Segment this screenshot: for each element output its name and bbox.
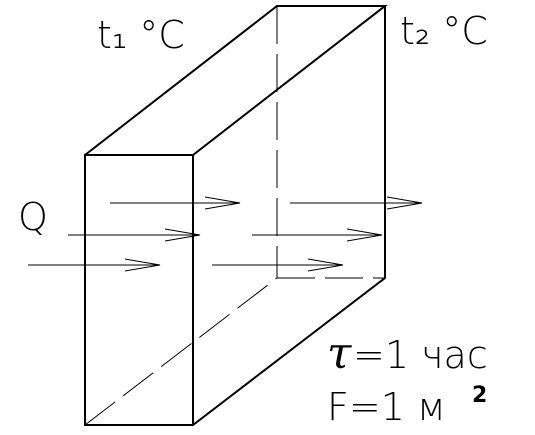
slab-top-face	[83, 5, 388, 157]
label-t2: t₂ °C	[400, 9, 488, 53]
label-area-exponent: 2	[472, 383, 487, 408]
slab-front-face	[84, 154, 194, 426]
label-q: Q	[18, 195, 48, 239]
heat-flow-arrow-row-1	[110, 196, 423, 210]
label-tau-symbol: τ	[327, 328, 352, 379]
label-t1: t₁ °C	[97, 13, 185, 57]
heat-flow-arrow-row-2	[68, 228, 383, 242]
hidden-back-diagonal-edge	[84, 277, 278, 426]
label-tau-value: =1 час	[353, 333, 488, 377]
label-area: F=1 м	[327, 385, 446, 429]
heat-flow-arrow-row-3	[28, 258, 344, 272]
